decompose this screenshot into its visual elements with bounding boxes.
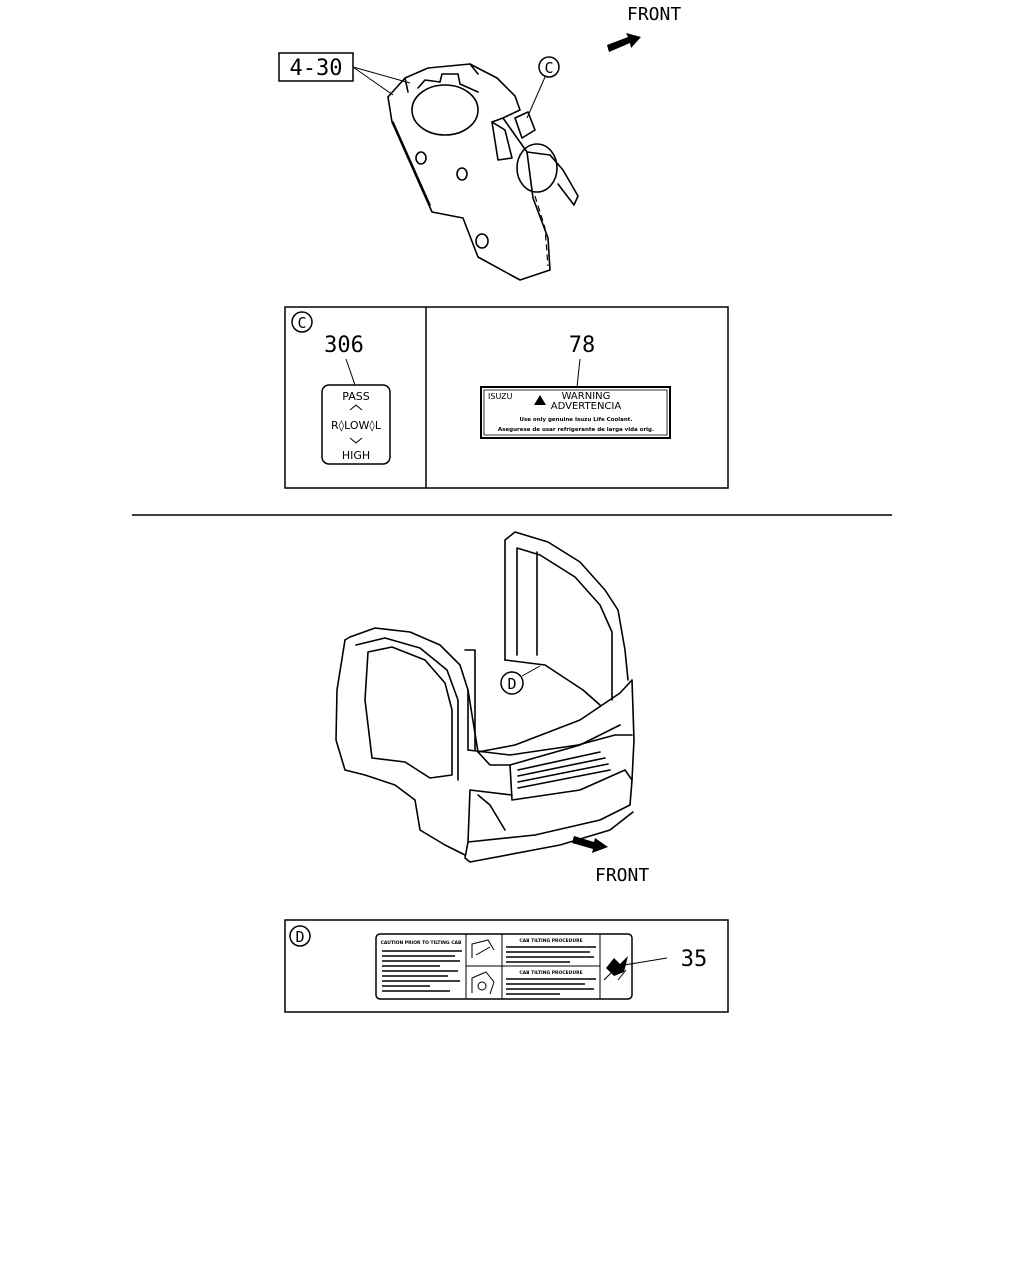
warning-line2: Asegurese de usar refrigerante de larga …	[498, 427, 654, 433]
callout-c-leader	[526, 76, 546, 119]
chevron-up-icon	[349, 404, 363, 411]
svg-text:D: D	[295, 928, 304, 946]
part-ref-4-30[interactable]: 4-30	[278, 52, 354, 82]
front-arrow-top	[607, 33, 641, 52]
warning-brand: ISUZU	[488, 392, 513, 401]
tilt-header-left: CAUTION PRIOR TO TILTING CAB	[381, 940, 462, 946]
part-ref-leaders	[352, 66, 411, 96]
part-78[interactable]: 78	[569, 333, 596, 358]
callout-d-cab[interactable]: D	[500, 671, 524, 695]
part-no-78: 78	[569, 333, 596, 358]
hazard-symbol-icon	[603, 956, 628, 981]
front-label-top: FRONT	[627, 4, 681, 25]
part-35[interactable]: 35	[681, 947, 708, 972]
warning-subtitle: ADVERTENCIA	[551, 401, 622, 412]
part-no-35: 35	[681, 947, 708, 972]
detail-d-marker: D	[289, 925, 311, 947]
detail-c-box	[284, 306, 729, 489]
column-cover-illustration	[387, 63, 579, 281]
dimmer-switch-label: PASS R◊LOW◊L HIGH	[321, 384, 391, 465]
cab-tilt-icon	[471, 939, 495, 995]
cab-illustration	[335, 531, 635, 863]
detail-c-marker: C	[291, 311, 313, 333]
callout-d-label: D	[507, 675, 516, 693]
warning-line1: Use only genuine Isuzu Life Coolant.	[520, 417, 633, 423]
part-35-leader	[617, 957, 668, 967]
label-text-lines	[382, 946, 596, 995]
svg-text:C: C	[297, 314, 306, 332]
warning-triangle-icon	[534, 395, 546, 405]
front-arrow-bottom	[572, 836, 608, 853]
warning-title: WARNING	[562, 391, 611, 402]
switch-high-text: HIGH	[342, 449, 370, 462]
switch-low-text: R◊LOW◊L	[331, 419, 382, 432]
callout-c-top[interactable]: C	[538, 56, 560, 78]
coolant-warning-label: ISUZU WARNING ADVERTENCIA Use only genui…	[480, 386, 671, 439]
cab-tilt-caution-label: CAUTION PRIOR TO TILTING CAB CAB TILTING…	[375, 933, 633, 1000]
part-78-leader	[576, 358, 581, 388]
part-ref-label: 4-30	[290, 56, 343, 81]
detail-d-box	[284, 919, 729, 1013]
switch-pass-text: PASS	[342, 390, 369, 403]
chevron-down-icon	[349, 437, 363, 444]
part-no-306: 306	[324, 333, 364, 358]
callout-c-label: C	[544, 59, 553, 77]
tilt-header-right2: CAB TILTING PROCEDURE	[519, 970, 582, 976]
tilt-header-right1: CAB TILTING PROCEDURE	[519, 938, 582, 944]
part-306[interactable]: 306	[324, 333, 364, 358]
callout-d-leader	[521, 665, 541, 677]
front-label-bottom: FRONT	[595, 865, 649, 886]
part-306-leader	[345, 358, 356, 386]
